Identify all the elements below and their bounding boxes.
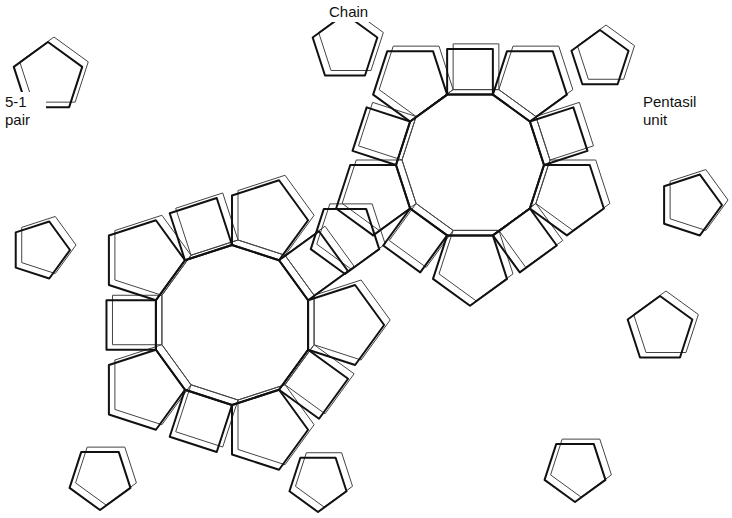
framework-back-layer (20, 9, 728, 507)
ring-edge (115, 215, 191, 295)
ring-edge (70, 452, 131, 510)
ring-edge (106, 300, 155, 349)
ring-edge (373, 51, 447, 121)
ring-edge (664, 175, 722, 236)
ring-edge (433, 235, 507, 305)
ring-edge (571, 30, 628, 84)
ring-edge (112, 295, 161, 344)
ring-edge (16, 221, 70, 278)
structure-label: 5-1 pair (2, 92, 46, 130)
ring-edge (109, 350, 185, 430)
ring-edge (238, 385, 314, 465)
ring-edge (447, 49, 493, 95)
ring-edge (314, 280, 390, 360)
ring-edge (493, 51, 567, 121)
ring-edge (115, 345, 191, 425)
ring-edge (232, 390, 308, 470)
ring-edge (383, 208, 447, 272)
ring-edge (279, 350, 348, 419)
ring-edge (289, 458, 346, 512)
ring-edge (311, 209, 379, 274)
framework-front-layer (14, 14, 722, 512)
structure-label: Pentasil unit (640, 92, 718, 130)
ring-edge (22, 216, 76, 273)
ring-edge (170, 198, 232, 260)
ring-edge (336, 165, 410, 235)
ring-edge (628, 296, 693, 358)
ring-edge (109, 220, 185, 300)
structure-label: Chain (326, 2, 371, 22)
ring-edge (285, 345, 354, 414)
ring-edge (308, 285, 384, 365)
ring-edge (530, 107, 588, 165)
ring-edge (545, 444, 606, 502)
ring-edge (295, 453, 352, 507)
ring-edge (313, 14, 378, 76)
